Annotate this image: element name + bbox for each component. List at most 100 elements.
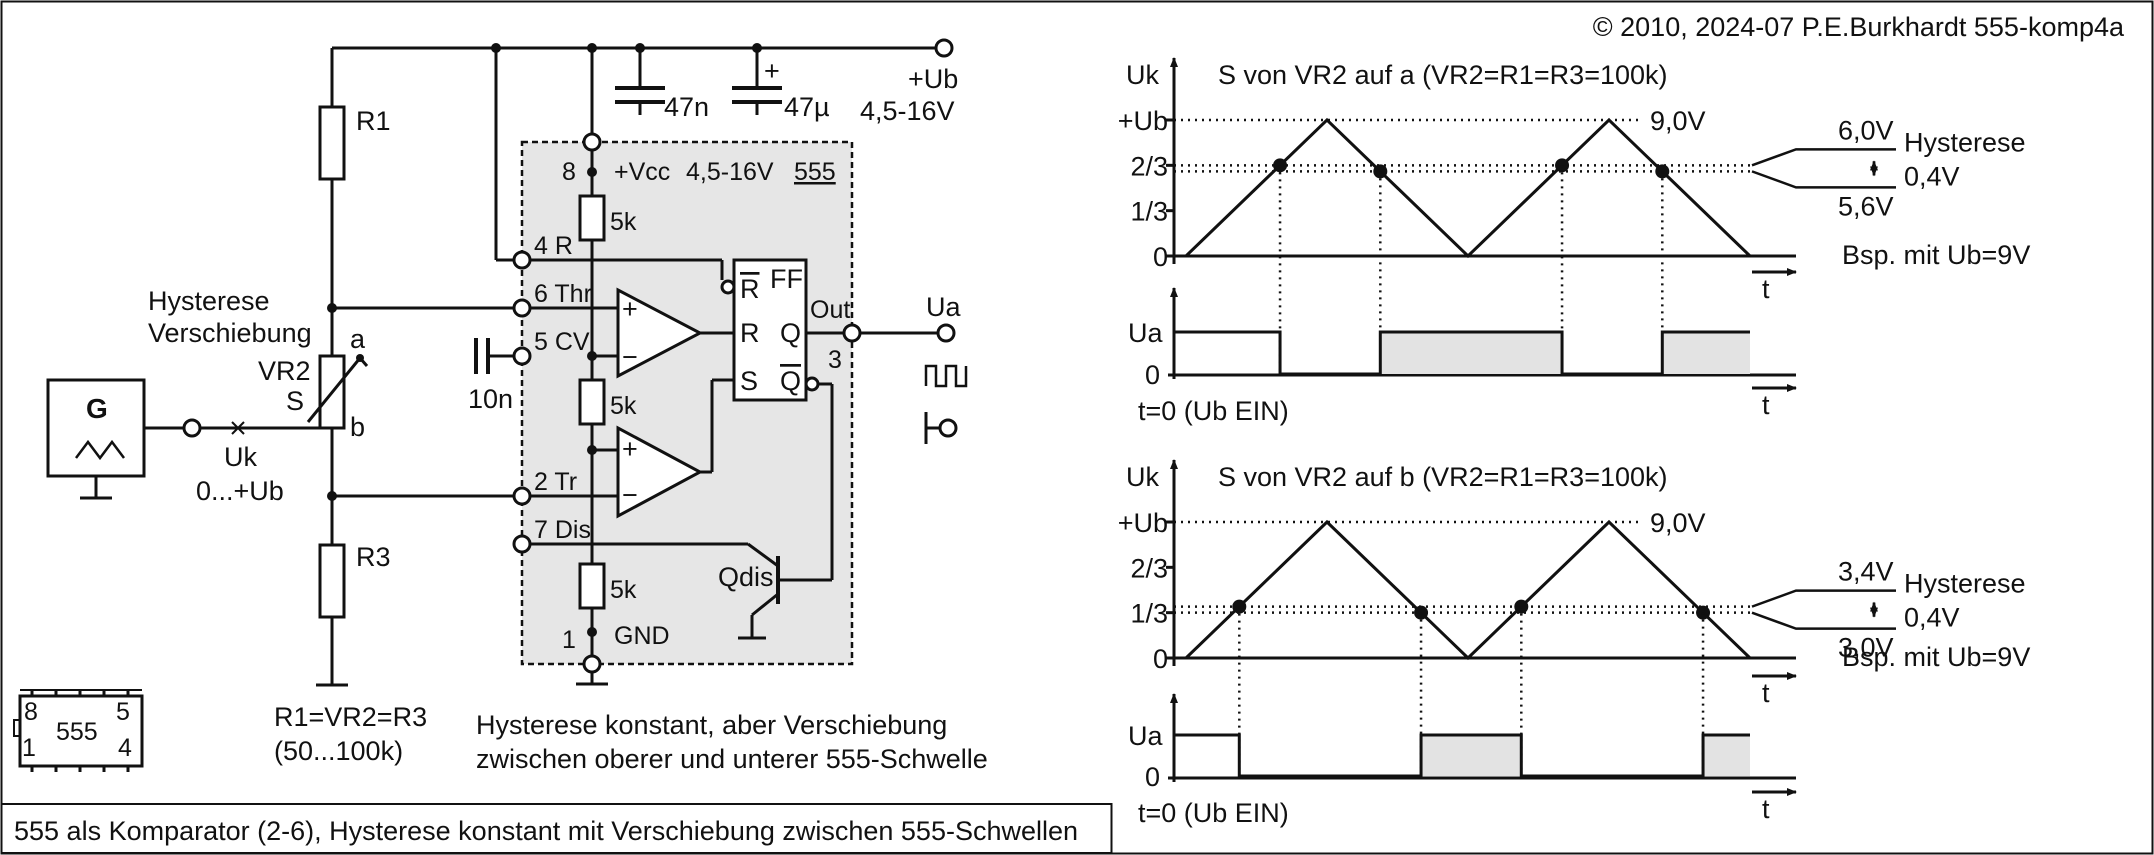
pin3-label: 3 <box>828 346 842 374</box>
hysteresis-title: Hysterese <box>1904 127 2026 157</box>
cap-47n-label: 47n <box>664 92 709 122</box>
vcc-label: +Vcc <box>614 158 670 186</box>
r1-label: R1 <box>356 106 391 136</box>
t-axis-label-output: t <box>1762 794 1770 824</box>
wiper-s-label: S <box>286 386 304 416</box>
note-line1: Hysterese konstant, aber Verschiebung <box>476 710 947 740</box>
start-label: t=0 (Ub EIN) <box>1138 798 1289 828</box>
lower-threshold-value: 5,6V <box>1838 191 1894 221</box>
note-line2: zwischen oberer und unterer 555-Schwelle <box>476 744 988 774</box>
resistor-r1 <box>318 105 346 181</box>
pin5-label: 5 CV <box>534 328 590 356</box>
ub-value-label: 9,0V <box>1650 106 1706 136</box>
hysteresis-value: 0,4V <box>1904 161 1960 191</box>
ff-qbar-label: Q <box>780 366 801 396</box>
chip-label: 555 <box>794 158 836 186</box>
out-label: Out <box>810 296 850 324</box>
ua-high-shading <box>1703 735 1750 776</box>
ic-pin1: 1 <box>22 734 36 762</box>
junction-dots <box>327 43 762 637</box>
chart-title: S von VR2 auf b (VR2=R1=R3=100k) <box>1218 462 1668 492</box>
ub-value-label: 9,0V <box>1650 508 1706 538</box>
ua-axis-label: Ua <box>1128 721 1163 751</box>
resistor-5k-mid <box>578 378 606 426</box>
hysteresis-shift-line2: Verschiebung <box>148 318 312 348</box>
ua-output-waveform <box>1174 733 1750 778</box>
supply-terminal <box>934 38 954 58</box>
tap-a-label: a <box>350 324 366 354</box>
gnd-label: GND <box>614 622 670 650</box>
ua-high-shading <box>1421 735 1522 776</box>
resistor-range: (50...100k) <box>274 736 403 766</box>
y-tick-label: 1/3 <box>1130 599 1168 629</box>
ua-output-waveform <box>1174 330 1750 376</box>
y-tick-label: +Ub <box>1118 508 1168 538</box>
res-5k-top-label: 5k <box>610 208 637 236</box>
uk-axis-label: Uk <box>1126 60 1159 90</box>
chart-title: S von VR2 auf a (VR2=R1=R3=100k) <box>1218 60 1668 90</box>
resistor-equation: R1=VR2=R3 <box>274 702 427 732</box>
cap-cv-label: 10n <box>468 384 513 414</box>
comparator-lower <box>616 425 704 519</box>
y-tick-label: 2/3 <box>1130 151 1168 181</box>
caption-text: 555 als Komparator (2-6), Hysterese kons… <box>14 816 1078 846</box>
y-tick-label: 2/3 <box>1130 553 1168 583</box>
resistor-r3 <box>318 543 346 619</box>
caption-box <box>0 803 1113 854</box>
y-tick-label: +Ub <box>1118 106 1168 136</box>
ff-label: FF <box>770 264 803 294</box>
hysteresis-title: Hysterese <box>1904 569 2026 599</box>
hysteresis-bracket-upper <box>1751 148 1896 167</box>
ua-axis-label: Ua <box>1128 318 1163 348</box>
t-axis-label: t <box>1762 274 1770 304</box>
ua-high-shading <box>1662 332 1750 374</box>
resistor-5k-bottom <box>578 562 606 610</box>
example-note: Bsp. mit Ub=9V <box>1842 642 2030 672</box>
vcc-range: 4,5-16V <box>686 158 774 186</box>
generator-label: G <box>86 393 108 424</box>
upper-threshold-value: 3,4V <box>1838 557 1894 587</box>
tap-b-label: b <box>350 412 365 442</box>
comparator-upper <box>616 287 704 379</box>
hysteresis-bracket-lower <box>1751 611 1896 630</box>
hysteresis-bracket-upper <box>1751 589 1896 608</box>
cap-47u-label: 47µ <box>784 92 830 122</box>
comp1-minus: − <box>622 342 638 372</box>
y-tick-label: 1/3 <box>1130 197 1168 227</box>
t-axis-label-output: t <box>1762 390 1770 420</box>
flip-flop <box>732 258 808 402</box>
t-axis-label: t <box>1762 678 1770 708</box>
circuit <box>13 38 968 772</box>
res-5k-bottom-label: 5k <box>610 576 637 604</box>
example-note: Bsp. mit Ub=9V <box>1842 240 2030 270</box>
comp2-plus: + <box>622 434 638 464</box>
ic-pin8: 8 <box>24 698 38 726</box>
r3-label: R3 <box>356 542 391 572</box>
pin6-label: 6 Thr <box>534 280 592 308</box>
circuit-labels: +Ub 4,5-16V 47n + 47µ R1 R3 VR2 S a b Hy… <box>22 56 988 774</box>
ic-name: 555 <box>56 718 98 746</box>
copyright: © 2010, 2024-07 P.E.Burkhardt 555-komp4a <box>1593 12 2125 42</box>
qdis-label: Qdis <box>718 562 774 592</box>
ff-s-label: S <box>740 366 758 396</box>
pin8-label: 8 <box>562 158 576 186</box>
ic-pin4: 4 <box>118 734 132 762</box>
comp2-minus: − <box>622 480 638 510</box>
ff-r-label: R <box>740 318 760 348</box>
ff-rbar-label: R <box>740 274 760 304</box>
ua-high-shading <box>1380 332 1563 374</box>
uk-triangle-series <box>1184 519 1752 661</box>
uk-triangle-series <box>1184 117 1752 259</box>
pole-dot-markers <box>356 354 364 362</box>
ic-pin5: 5 <box>116 698 130 726</box>
uk-label: Uk <box>224 442 257 472</box>
ff-q-label: Q <box>780 318 801 348</box>
start-label: t=0 (Ub EIN) <box>1138 396 1289 426</box>
supply-range: 4,5-16V <box>860 96 955 126</box>
pin2-label: 2 Tr <box>534 468 577 496</box>
ua-zero-label: 0 <box>1145 360 1160 390</box>
pin1-label: 1 <box>562 626 576 654</box>
supply-label: +Ub <box>908 64 958 94</box>
pin7-label: 7 Dis <box>534 516 591 544</box>
